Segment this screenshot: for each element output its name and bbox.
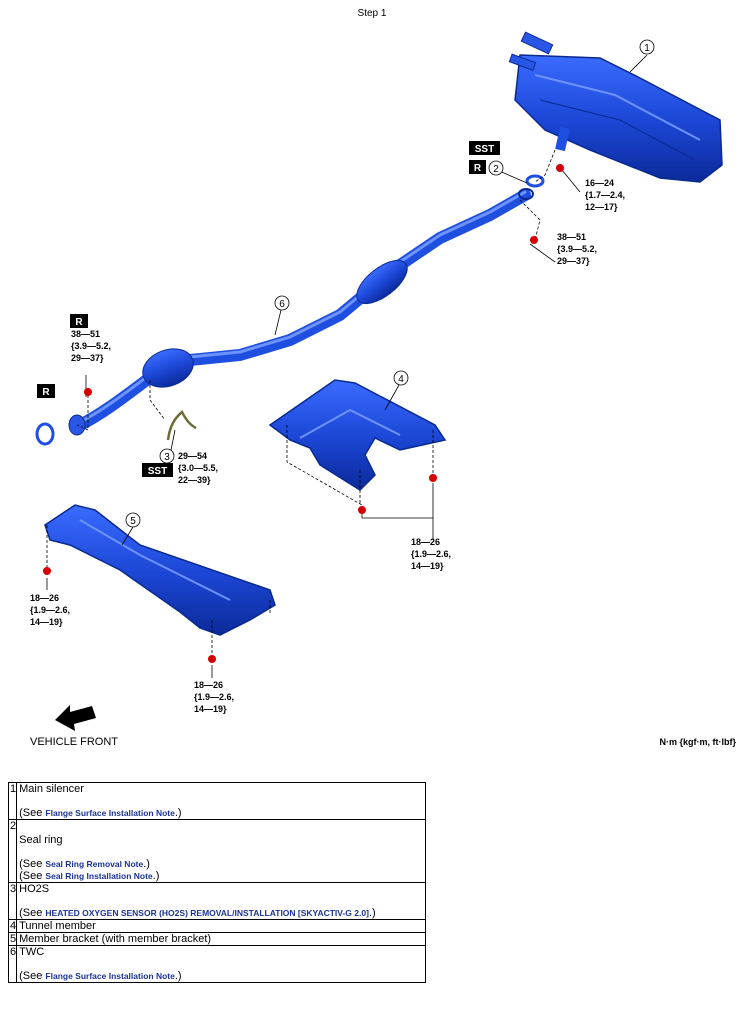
part-number-4: 4 bbox=[393, 370, 409, 386]
r-badge-left-text: R bbox=[42, 387, 50, 398]
part-name: Seal ring bbox=[19, 834, 63, 846]
part-num-cell: 1 bbox=[7, 782, 18, 820]
parts-table: 1 Main silencer (See Flange Surface Inst… bbox=[7, 782, 426, 983]
part-num-cell: 3 bbox=[7, 882, 18, 920]
sst-badge-bottom: SST bbox=[142, 463, 173, 477]
part-num-cell: 4 bbox=[7, 919, 18, 933]
r-badge-middle-text: R bbox=[75, 317, 83, 328]
vehicle-front-arrow-icon bbox=[55, 705, 96, 731]
sst-badge-bottom-text: SST bbox=[148, 466, 167, 477]
table-row: 3 HO2S (See HEATED OXYGEN SENSOR (HO2S) … bbox=[7, 882, 426, 920]
part-note: (See Flange Surface Installation Note.) bbox=[19, 970, 182, 982]
table-row: 6 TWC (See Flange Surface Installation N… bbox=[7, 945, 426, 983]
part-desc-cell: Member bracket (with member bracket) bbox=[16, 932, 426, 946]
seal-ring-installation-note-link[interactable]: Seal Ring Installation Note bbox=[45, 871, 153, 881]
part-number-5: 5 bbox=[125, 512, 141, 528]
part-note: (See Flange Surface Installation Note.) bbox=[19, 807, 182, 819]
gasket-left-part bbox=[35, 422, 55, 446]
part-name: Main silencer bbox=[19, 783, 84, 795]
seal-ring-removal-note-link[interactable]: Seal Ring Removal Note bbox=[45, 859, 144, 869]
torque-markers bbox=[43, 164, 564, 663]
sst-badge-top-text: SST bbox=[475, 144, 494, 155]
torque-label-29-54: 29—54 {3.0—5.5, 22—39} bbox=[178, 451, 221, 485]
r-badge-middle: R bbox=[70, 314, 88, 328]
torque-unit-label: N·m {kgf·m, ft·lbf} bbox=[659, 737, 737, 747]
torque-label-38-51-left: 38—51 {3.9—5.2, 29—37} bbox=[71, 329, 114, 363]
part-note: (See Seal Ring Installation Note.) bbox=[19, 870, 160, 882]
r-badge-left: R bbox=[37, 384, 55, 398]
r-badge-top-text: R bbox=[474, 163, 482, 174]
part-name: HO2S bbox=[19, 883, 50, 895]
part-number-1-text: 1 bbox=[644, 43, 650, 54]
torque-label-18-26-tunnel: 18—26 {1.9—2.6, 14—19} bbox=[411, 537, 454, 571]
torque-label-38-51-right: 38—51 {3.9—5.2, 29—37} bbox=[557, 232, 600, 266]
step-title: Step 1 bbox=[357, 8, 387, 19]
part-num-cell: 6 bbox=[7, 945, 18, 983]
part-desc-cell: Tunnel member bbox=[16, 919, 426, 933]
part-number-2-text: 2 bbox=[493, 164, 499, 175]
part-desc-cell: Main silencer (See Flange Surface Instal… bbox=[16, 782, 426, 820]
callout-lines bbox=[46, 54, 648, 678]
flange-surface-installation-note-link[interactable]: Flange Surface Installation Note bbox=[45, 808, 175, 818]
main-silencer-part bbox=[508, 31, 723, 183]
tunnel-member-part bbox=[268, 379, 447, 491]
leader-lines bbox=[46, 149, 556, 655]
part-number-4-text: 4 bbox=[398, 374, 404, 385]
part-name: TWC bbox=[19, 946, 45, 958]
table-row: 5 Member bracket (with member bracket) bbox=[7, 932, 426, 946]
vehicle-front-label: VEHICLE FRONT bbox=[30, 736, 119, 748]
part-desc-cell: HO2S (See HEATED OXYGEN SENSOR (HO2S) RE… bbox=[16, 882, 426, 920]
seal-ring-part bbox=[525, 174, 545, 188]
part-number-2: 2 bbox=[488, 160, 504, 176]
torque-label-18-26-bracket-left: 18—26 {1.9—2.6, 14—19} bbox=[30, 593, 73, 627]
ho2s-part bbox=[166, 410, 197, 441]
part-desc-cell: TWC (See Flange Surface Installation Not… bbox=[16, 945, 426, 983]
table-row: 4 Tunnel member bbox=[7, 919, 426, 933]
r-badge-top: R bbox=[469, 160, 486, 174]
part-number-6-text: 6 bbox=[279, 299, 285, 310]
part-number-5-text: 5 bbox=[130, 516, 136, 527]
part-name: Member bracket (with member bracket) bbox=[19, 933, 212, 945]
member-bracket-part bbox=[44, 504, 276, 636]
part-number-1: 1 bbox=[639, 39, 655, 55]
table-row: 1 Main silencer (See Flange Surface Inst… bbox=[7, 782, 426, 820]
ho2s-removal-installation-link[interactable]: HEATED OXYGEN SENSOR (HO2S) REMOVAL/INST… bbox=[45, 908, 369, 918]
part-desc-cell: Seal ring (See Seal Ring Removal Note.) … bbox=[16, 819, 426, 883]
part-name: Tunnel member bbox=[19, 920, 96, 932]
part-number-3: 3 bbox=[159, 448, 175, 464]
part-note: (See Seal Ring Removal Note.) bbox=[19, 858, 150, 870]
sst-badge-top: SST bbox=[469, 141, 500, 155]
table-row: 2 Seal ring (See Seal Ring Removal Note.… bbox=[7, 819, 426, 883]
part-note: (See HEATED OXYGEN SENSOR (HO2S) REMOVAL… bbox=[19, 907, 376, 919]
torque-label-16-24: 16—24 {1.7—2.4, 12—17} bbox=[585, 178, 628, 212]
part-number-3-text: 3 bbox=[164, 452, 170, 463]
part-number-6: 6 bbox=[274, 295, 290, 311]
exhaust-system-diagram: 1 2 3 4 5 6 SST R R R SST 16—24 bbox=[30, 31, 723, 731]
torque-label-18-26-bracket-bottom: 18—26 {1.9—2.6, 14—19} bbox=[194, 680, 237, 714]
flange-surface-installation-note-link[interactable]: Flange Surface Installation Note bbox=[45, 971, 175, 981]
part-num-cell: 5 bbox=[7, 932, 18, 946]
part-num-cell: 2 bbox=[7, 819, 18, 883]
twc-pipe-part bbox=[68, 188, 534, 436]
